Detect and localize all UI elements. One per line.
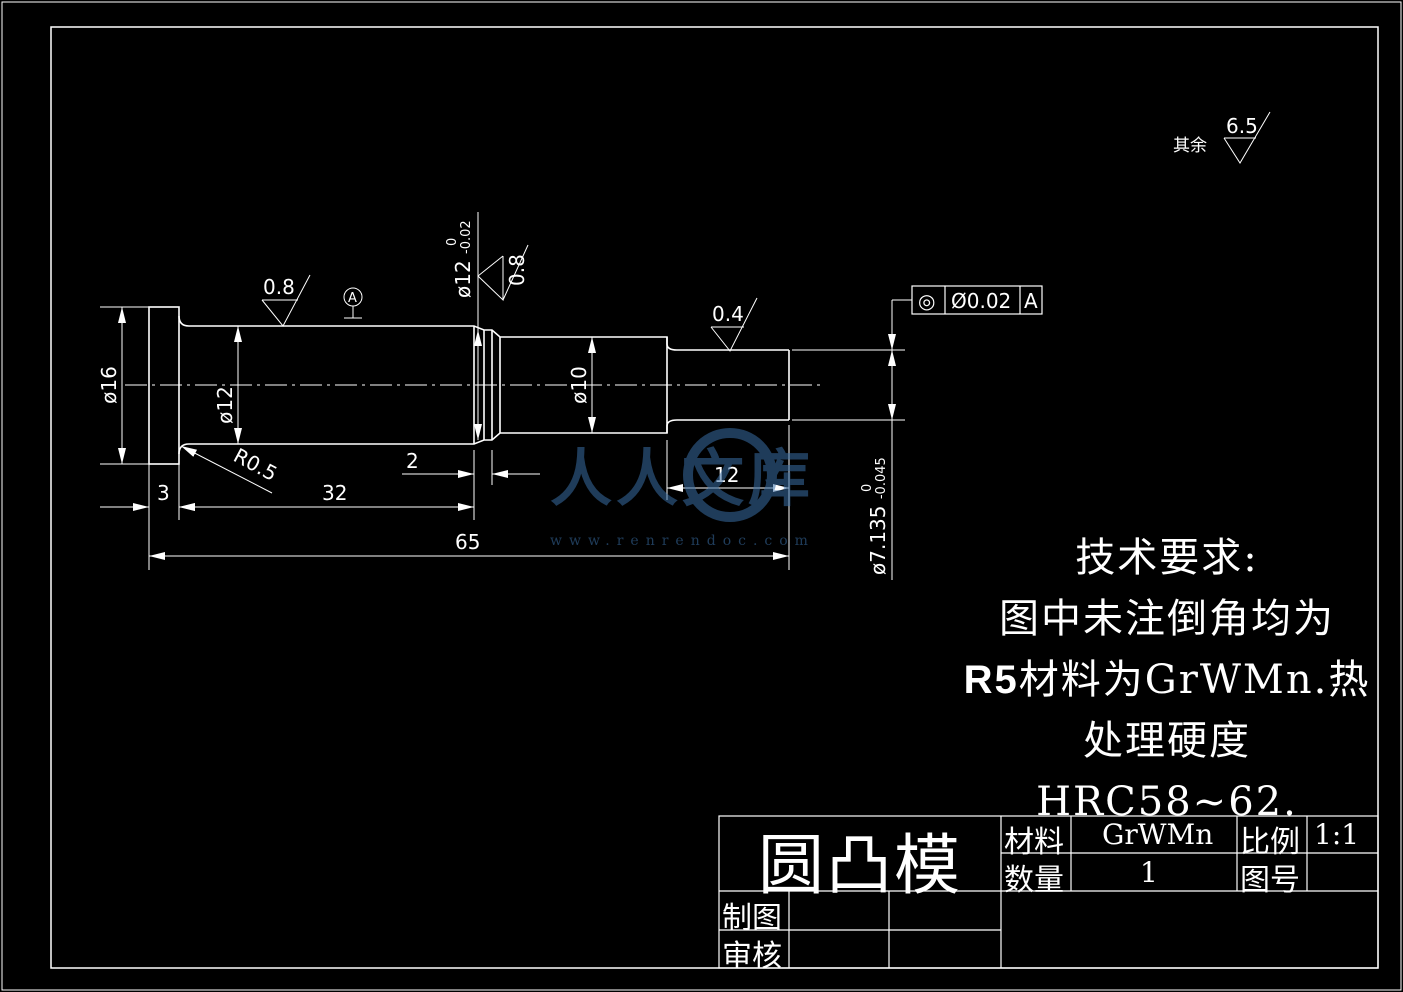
- tech-line-1: 图中未注倒角均为: [999, 596, 1335, 642]
- tech-line-2-rest: 材料为GrWMn.热: [1018, 657, 1371, 703]
- drawing-no-label: 图号: [1240, 863, 1300, 898]
- datum-symbol: [343, 287, 363, 319]
- dim-len-65: 65: [455, 530, 480, 554]
- watermark-circle-icon: [683, 428, 777, 522]
- tolerance-symbol: ◎: [918, 289, 935, 313]
- watermark-logo: 人人文库 www.renrendoc.com: [550, 428, 815, 549]
- quantity-value: 1: [1140, 856, 1158, 889]
- tech-line-2: R5材料为GrWMn.热: [962, 650, 1372, 711]
- dim-d7-tol-upper: 0: [860, 484, 875, 492]
- dim-d12: ø12: [213, 386, 237, 424]
- watermark-url: www.renrendoc.com: [550, 533, 815, 549]
- roughness-value-2: 0.8: [505, 254, 529, 286]
- roughness-symbol-2: [477, 244, 529, 302]
- title-block-grid: [718, 815, 1379, 969]
- scale-value: 1:1: [1314, 818, 1360, 851]
- part-name: 圆凸模: [758, 827, 962, 904]
- dim-len-2: 2: [406, 449, 419, 473]
- roughness-symbol-1: [261, 274, 311, 327]
- tech-title: 技术要求:: [1075, 535, 1259, 581]
- tolerance-frame: [911, 285, 1043, 315]
- watermark-text: 人人文库: [550, 442, 814, 515]
- dim-d12-tol: ø12 -0.02: [451, 220, 475, 298]
- roughness-rest-value: 6.5: [1226, 114, 1258, 138]
- inner-frame: [50, 26, 1379, 969]
- dim-d12-tol-upper: 0: [445, 238, 460, 246]
- technical-requirements: 技术要求: 图中未注倒角均为 R5材料为GrWMn.热 处理硬度HRC58~62…: [962, 528, 1372, 833]
- dim-len-3: 3: [157, 481, 170, 505]
- dim-d16: ø16: [97, 366, 121, 404]
- datum-label: A: [348, 291, 357, 306]
- part-outline: [148, 306, 790, 465]
- roughness-symbol-3: [710, 297, 758, 352]
- roughness-symbol-rest: [1223, 111, 1271, 164]
- checked-label: 审核: [722, 939, 782, 974]
- dim-d12-tol-base: ø12: [451, 260, 475, 298]
- scale-label: 比例: [1240, 825, 1300, 860]
- drawn-label: 制图: [722, 901, 782, 936]
- dimension-lines: [100, 212, 912, 580]
- dim-d12-tol-lower: -0.02: [459, 220, 474, 254]
- material-label: 材料: [1004, 825, 1064, 860]
- tolerance-datum: A: [1024, 289, 1038, 313]
- tolerance-value: Ø0.02: [951, 289, 1011, 313]
- tech-line-2-bold: R5: [963, 658, 1019, 702]
- dim-d7-tol: ø7.135 -0.045: [866, 457, 890, 575]
- roughness-value-3: 0.4: [712, 302, 744, 326]
- dim-d7-tol-lower: -0.045: [874, 457, 889, 499]
- dim-len-12: 12: [714, 463, 739, 487]
- material-value: GrWMn: [1102, 818, 1214, 851]
- dim-d10: ø10: [567, 366, 591, 404]
- dim-d7-tol-base: ø7.135: [866, 506, 890, 576]
- roughness-value-1: 0.8: [263, 275, 295, 299]
- dim-radius: R0.5: [230, 443, 282, 486]
- roughness-rest-label: 其余: [1173, 136, 1207, 156]
- dim-len-32: 32: [322, 481, 347, 505]
- tech-line-3: 处理硬度HRC58~62.: [1036, 718, 1298, 825]
- quantity-label: 数量: [1004, 863, 1064, 898]
